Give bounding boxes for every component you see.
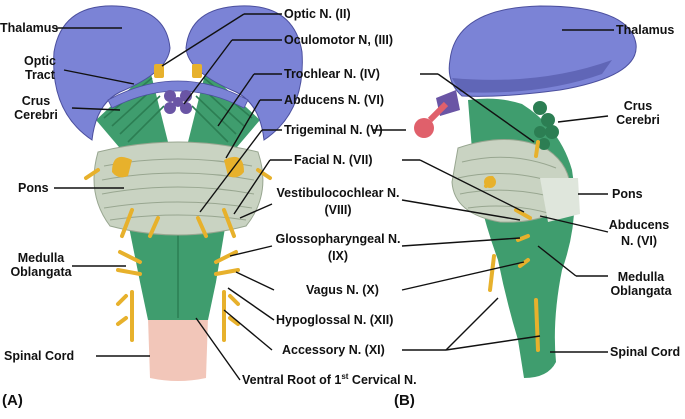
label-ventral-root: Ventral Root of 1st Cervical N. [242,371,417,387]
label-vestibulocochlear-nerve: Vestibulocochlear N. (VIII) [276,186,400,217]
label-glossopharyngeal-nerve: Glossopharyngeal N. (IX) [275,232,401,263]
optic-nerve-stub-a [154,64,164,78]
pons-b-face [540,178,580,222]
cranial-nerves-b [484,140,540,352]
label-spinal-cord-b: Spinal Cord [610,345,681,359]
label-hypoglossal-nerve: Hypoglossal N. (XII) [276,313,394,327]
leader-lines [54,13,614,381]
vessel-b [414,118,434,138]
label-pons-b: Pons [612,187,643,201]
label-trochlear-nerve: Trochlear N. (IV) [284,67,380,81]
label-medulla-a: Medulla Oblangata [10,251,72,279]
label-optic-tract: Optic Tract [24,54,56,82]
mammillary-bodies-a [164,90,192,114]
label-vagus-nerve: Vagus N. (X) [306,283,379,297]
panel-a-letter: (A) [2,392,23,409]
thalamus-left-a [53,5,171,141]
optic-tract-a [107,80,249,109]
label-spinal-cord-a: Spinal Cord [4,349,75,363]
crus-cerebri-b [533,101,559,150]
label-accessory-nerve: Accessory N. (XI) [282,343,385,357]
pons-a [93,141,264,236]
label-medulla-b: Medulla Oblangata [610,270,672,298]
medulla-a [128,218,226,320]
label-crus-cerebri-b: Crus Cerebri [616,99,660,127]
label-abducens-b: Abducens N. (VI) [608,218,670,248]
cranial-nerves-a [84,168,272,342]
panel-b-illustration [414,5,637,379]
label-thalamus-a: Thalamus [0,21,59,35]
spinal-cord-a [148,318,208,381]
label-abducens-nerve: Abducens N. (VI) [284,93,385,107]
label-optic-nerve: Optic N. (II) [284,7,351,21]
panel-b-letter: (B) [394,392,415,409]
label-pons-a: Pons [18,181,49,195]
label-crus-cerebri-a: Crus Cerebri [14,94,58,122]
panel-a-illustration [53,5,303,381]
label-oculomotor-nerve: Oculomotor N, (III) [284,33,394,47]
label-thalamus-b: Thalamus [616,23,675,37]
label-facial-nerve: Facial N. (VII) [294,153,373,167]
label-trigeminal-nerve: Trigeminal N. (V) [284,123,383,137]
